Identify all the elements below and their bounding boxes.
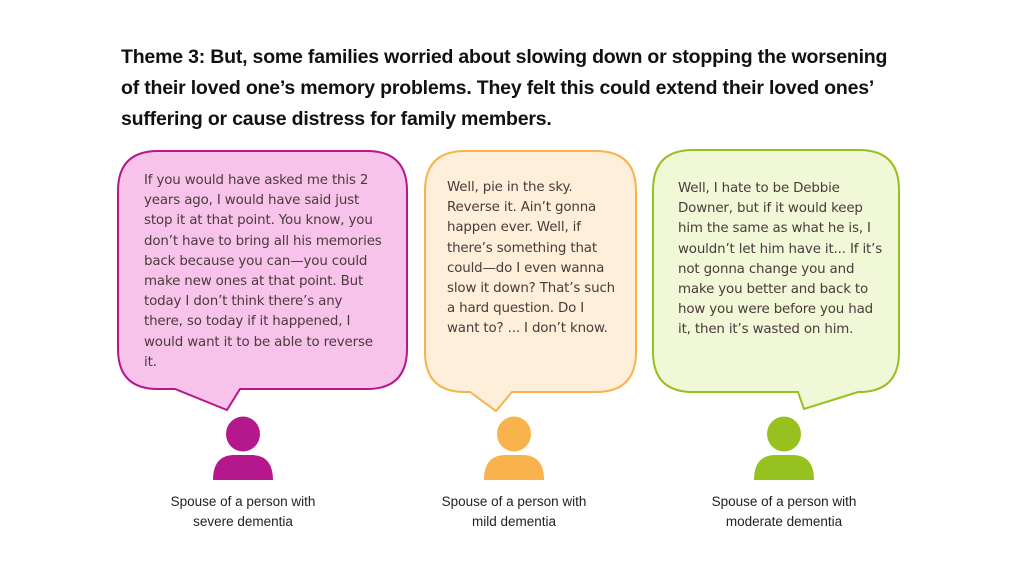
- caption-severe: Spouse of a person with severe dementia: [133, 492, 353, 532]
- person-icon: [213, 416, 273, 480]
- caption-line: moderate dementia: [725, 514, 843, 529]
- caption-line: mild dementia: [471, 514, 557, 529]
- quote-mild: Well, pie in the sky. Reverse it. Ain’t …: [447, 180, 615, 337]
- caption-line: Spouse of a person with: [170, 494, 316, 509]
- speech-bubble-moderate: [652, 149, 900, 411]
- person-icon: [754, 416, 814, 480]
- caption-line: severe dementia: [193, 514, 293, 529]
- caption-line: Spouse of a person with: [441, 494, 587, 509]
- caption-mild: Spouse of a person with mild dementia: [404, 492, 624, 532]
- caption-line: Spouse of a person with: [711, 494, 857, 509]
- speech-bubble-severe: [117, 150, 408, 412]
- caption-moderate: Spouse of a person with moderate dementi…: [674, 492, 894, 532]
- speech-bubble-mild: [424, 150, 637, 413]
- person-icon: [484, 416, 544, 480]
- quote-moderate: Well, I hate to be Debbie Downer, but if…: [678, 181, 883, 338]
- slide-title: Theme 3: But, some families worried abou…: [121, 46, 888, 130]
- quote-severe: If you would have asked me this 2 years …: [144, 173, 382, 370]
